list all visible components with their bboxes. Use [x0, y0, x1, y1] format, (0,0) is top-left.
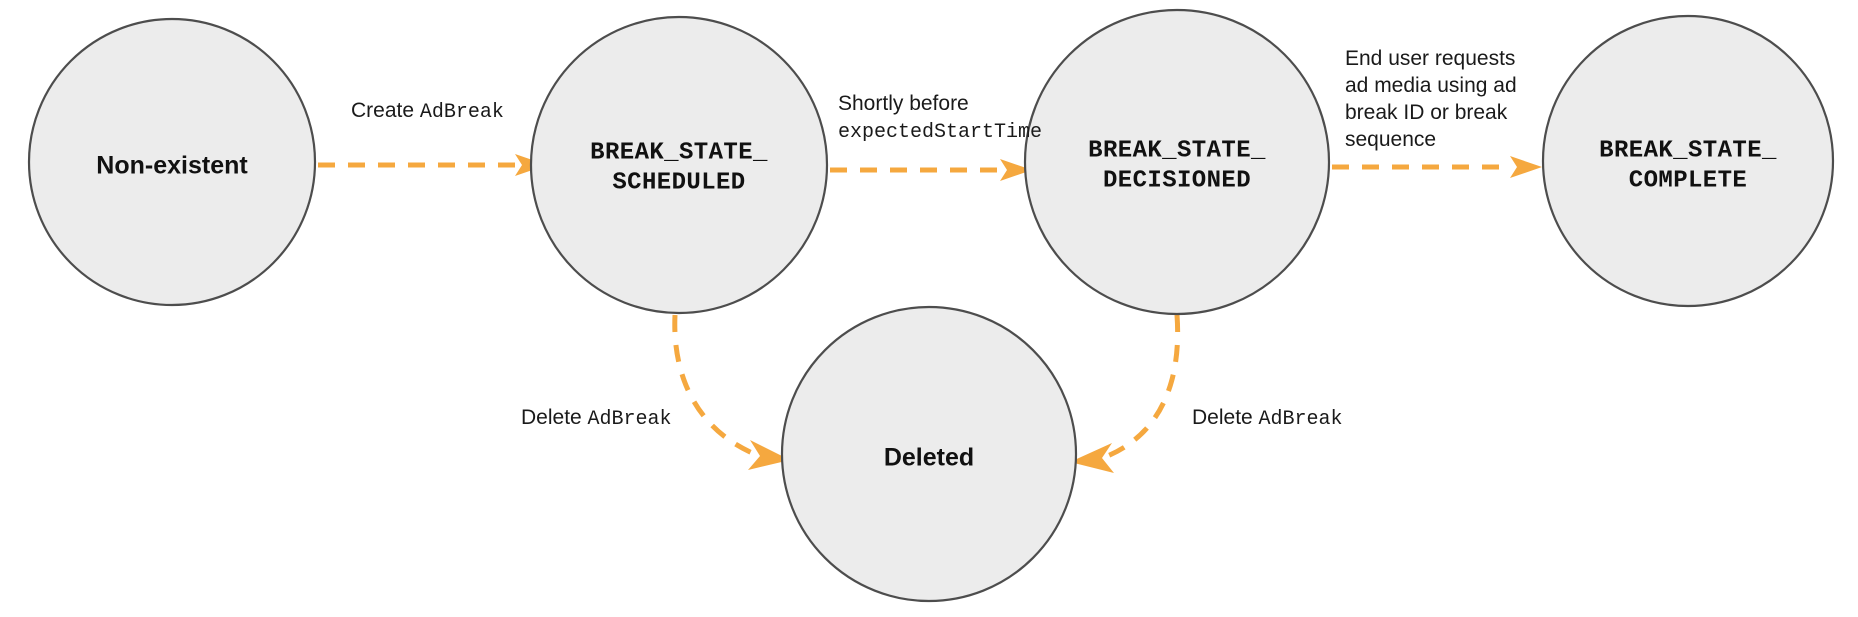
edge-shortly-before: [830, 159, 1032, 181]
edge-label-end-user-requests-line1: End user requests: [1345, 47, 1515, 70]
edge-label-shortly-before-line2: expectedStartTime: [838, 121, 1042, 144]
node-break-state-decisioned-label-line2: DECISIONED: [1103, 167, 1251, 194]
node-break-state-scheduled-label-line1: BREAK_STATE_: [590, 139, 768, 166]
edge-label-shortly-before-line1: Shortly before: [838, 92, 969, 115]
edge-end-user-requests-arrowhead: [1510, 156, 1542, 178]
edge-label-delete-adbreak-scheduled-mono: AdBreak: [588, 408, 672, 431]
node-break-state-complete-shape[interactable]: [1541, 14, 1835, 308]
edge-shortly-before-arrowhead: [1000, 159, 1032, 181]
edge-label-create-adbreak: Create AdBreak: [351, 99, 504, 124]
edge-delete-adbreak-decisioned: [1070, 314, 1181, 473]
node-break-state-decisioned[interactable]: BREAK_STATE_ DECISIONED: [1023, 8, 1331, 316]
edge-delete-adbreak-decisioned-line: [1104, 314, 1181, 460]
node-break-state-complete[interactable]: BREAK_STATE_ COMPLETE: [1541, 14, 1835, 308]
node-break-state-decisioned-shape[interactable]: [1023, 8, 1331, 316]
edge-delete-adbreak-scheduled-line: [672, 314, 758, 458]
edge-label-delete-adbreak-scheduled: Delete AdBreak: [521, 406, 672, 431]
node-deleted-label: Deleted: [884, 444, 974, 472]
edge-label-end-user-requests-line4: sequence: [1345, 128, 1436, 151]
node-deleted[interactable]: Deleted: [780, 305, 1078, 603]
node-break-state-scheduled-label-line2: SCHEDULED: [612, 169, 745, 196]
edge-label-delete-adbreak-scheduled-sans: Delete: [521, 406, 588, 429]
edge-delete-adbreak-scheduled-arrowhead: [748, 440, 790, 470]
edge-create-adbreak: [318, 154, 547, 176]
node-break-state-decisioned-label-line1: BREAK_STATE_: [1088, 137, 1266, 164]
node-break-state-scheduled[interactable]: BREAK_STATE_ SCHEDULED: [529, 15, 829, 315]
edge-delete-adbreak-decisioned-arrowhead: [1070, 443, 1114, 473]
edge-delete-adbreak-scheduled: [672, 314, 790, 470]
edge-label-delete-adbreak-decisioned-sans: Delete: [1192, 406, 1259, 429]
edge-label-end-user-requests-line3: break ID or break: [1345, 101, 1508, 124]
edge-label-delete-adbreak-decisioned: Delete AdBreak: [1192, 406, 1343, 431]
node-break-state-complete-label-line2: COMPLETE: [1629, 167, 1747, 194]
node-break-state-scheduled-shape[interactable]: [529, 15, 829, 315]
node-non-existent-shape[interactable]: [27, 17, 317, 307]
node-break-state-complete-label-line1: BREAK_STATE_: [1599, 137, 1777, 164]
node-deleted-shape[interactable]: [780, 305, 1078, 603]
node-non-existent-label: Non-existent: [96, 152, 248, 180]
edge-label-create-adbreak-sans: Create: [351, 99, 420, 122]
edge-end-user-requests: [1332, 156, 1542, 178]
edge-label-delete-adbreak-decisioned-mono: AdBreak: [1259, 408, 1343, 431]
node-non-existent[interactable]: Non-existent: [27, 17, 317, 307]
edge-label-end-user-requests-line2: ad media using ad: [1345, 74, 1517, 97]
edge-label-create-adbreak-mono: AdBreak: [420, 101, 504, 124]
